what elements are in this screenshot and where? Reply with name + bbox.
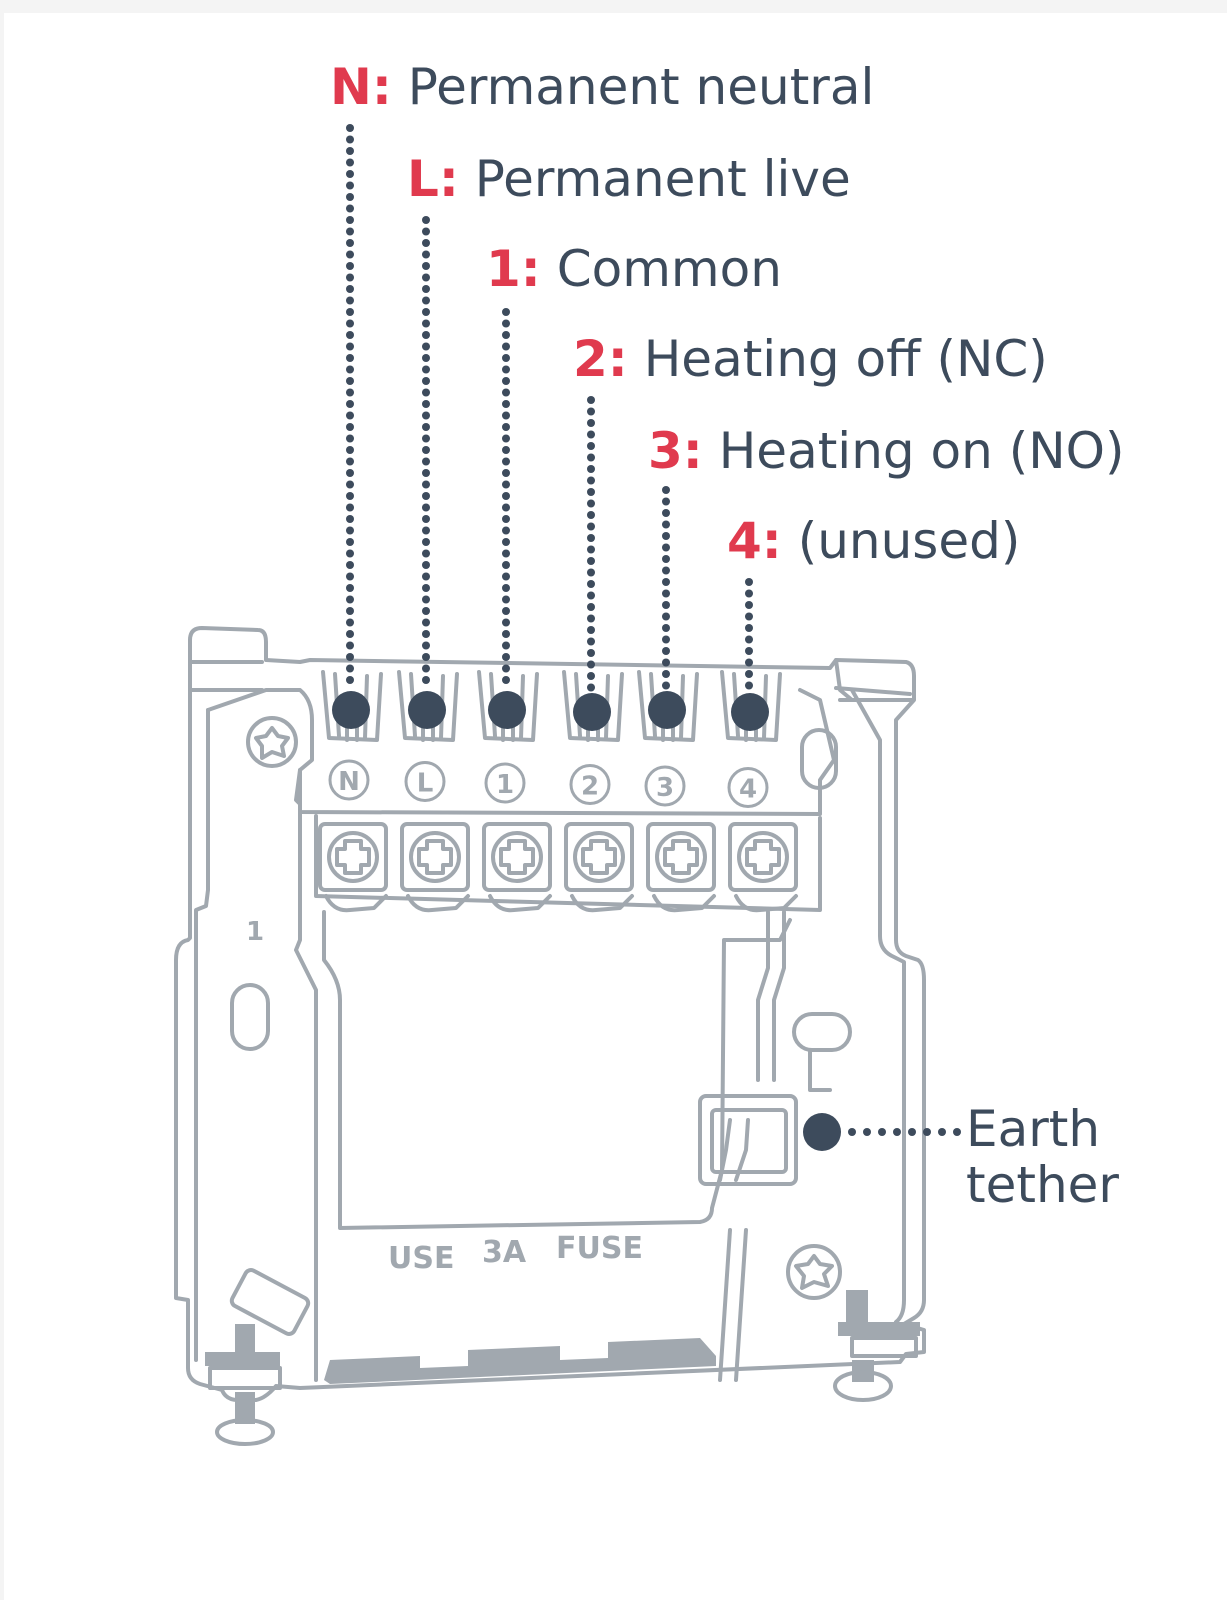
leader-dots — [502, 308, 510, 684]
fuse-tray — [324, 1338, 716, 1384]
earth-tether: Earth tether — [803, 1100, 1119, 1214]
terminal-block-top — [298, 688, 836, 816]
terminal-label: 1: Common — [486, 240, 782, 298]
leader-dots — [662, 486, 670, 690]
terminal-label: L: Permanent live — [407, 150, 851, 208]
torx-screw-bottom-right — [786, 1244, 842, 1300]
top-left-tab — [188, 660, 264, 692]
terminal-notch — [324, 894, 388, 913]
terminal-notch — [488, 894, 552, 913]
terminal-connection-dot — [488, 691, 526, 729]
terminal-connection-dot — [408, 691, 446, 729]
earth-rail — [756, 910, 832, 1092]
side-mark: 1 — [246, 917, 264, 947]
leader-dots — [745, 578, 753, 690]
terminal-key-sep: : — [608, 330, 628, 388]
earth-clamp — [698, 1094, 798, 1186]
torx-screw-top-left — [246, 716, 298, 768]
terminal-description: Heating off (NC) — [644, 330, 1048, 388]
earth-rail-lower — [718, 1118, 750, 1382]
terminal-label: 4: (unused) — [727, 512, 1020, 570]
foot-screw-right — [833, 1290, 920, 1402]
terminal-screw — [646, 822, 716, 892]
terminal-key-sep: : — [521, 240, 541, 298]
terminal-key: 2 — [573, 330, 608, 388]
terminal-notch — [734, 894, 798, 913]
terminal-marking: 4 — [727, 767, 769, 808]
terminal-screw — [400, 822, 470, 892]
foot-screw-left — [205, 1324, 282, 1446]
terminal-description: Permanent live — [475, 150, 851, 208]
terminal-key: L — [407, 150, 439, 208]
centre-window — [322, 910, 792, 1230]
terminal-marking: 1 — [484, 762, 526, 804]
leader-dots — [422, 216, 430, 684]
terminal-marking-text: 2 — [581, 772, 599, 802]
leader-dots — [346, 124, 354, 684]
earth-label-line1: Earth — [966, 1100, 1100, 1158]
terminal-marking-text: 3 — [656, 773, 674, 803]
terminal-screw — [728, 822, 798, 892]
terminal-key-sep: : — [762, 512, 782, 570]
terminal-screw — [482, 822, 552, 892]
terminal-connection-dot — [573, 693, 611, 731]
earth-leader-dots — [848, 1128, 961, 1136]
fuse-text-3a: 3A — [482, 1235, 527, 1270]
terminal-marking: N — [328, 759, 370, 801]
terminal-label: 3: Heating on (NO) — [648, 422, 1124, 480]
terminal-key-sep: : — [683, 422, 703, 480]
terminal-key: 3 — [648, 422, 683, 480]
terminal-connection-dot — [731, 693, 769, 731]
terminal-description: (unused) — [798, 512, 1021, 570]
terminal-notch — [406, 894, 470, 913]
fuse-text-use: USE — [388, 1241, 454, 1276]
terminal-notch — [570, 894, 634, 913]
slot-left — [230, 983, 270, 1051]
terminal-notch — [652, 894, 716, 913]
terminal-key: 4 — [727, 512, 762, 570]
terminal-connection-dot — [332, 691, 370, 729]
earth-clamp-inner — [710, 1108, 788, 1174]
terminal-marking-text: 1 — [496, 770, 514, 800]
leader-dots — [587, 396, 595, 692]
backplate-inner-left — [206, 688, 318, 1382]
backplate-left-rail — [194, 708, 210, 1362]
terminal-screw — [318, 822, 388, 892]
backplate-inner-right — [850, 688, 906, 1324]
slot-bottom-left — [229, 1268, 311, 1336]
terminal-label: N: Permanent neutral — [330, 58, 874, 116]
terminal-marking-text: L — [417, 769, 434, 799]
terminal-label: 2: Heating off (NC) — [573, 330, 1048, 388]
terminal-marking-text: 4 — [739, 775, 757, 805]
terminal-key-sep: : — [439, 150, 459, 208]
backplate-outer — [174, 626, 926, 1402]
terminal-key: 1 — [486, 240, 521, 298]
terminal-block-bottom — [314, 814, 822, 912]
terminal-description: Heating on (NO) — [719, 422, 1125, 480]
earth-connection-dot — [803, 1113, 841, 1151]
terminal-marking: 2 — [569, 764, 611, 805]
terminal-description: Common — [557, 240, 782, 298]
terminal-screw — [564, 822, 634, 892]
terminal-marking: L — [404, 761, 446, 802]
terminal-key-sep: : — [372, 58, 392, 116]
backplate: USE 3A FUSE 1 — [174, 626, 926, 1446]
terminal-description: Permanent neutral — [408, 58, 875, 116]
fuse-text-fuse: FUSE — [556, 1231, 643, 1266]
terminal-marking: 3 — [644, 765, 686, 807]
top-right-tab — [834, 686, 914, 702]
slot-right-mid — [792, 1012, 852, 1052]
earth-label-line2: tether — [966, 1156, 1119, 1214]
terminal-marking-text: N — [338, 767, 360, 797]
terminal-connection-dot — [648, 691, 686, 729]
terminal-key: N — [330, 58, 372, 116]
